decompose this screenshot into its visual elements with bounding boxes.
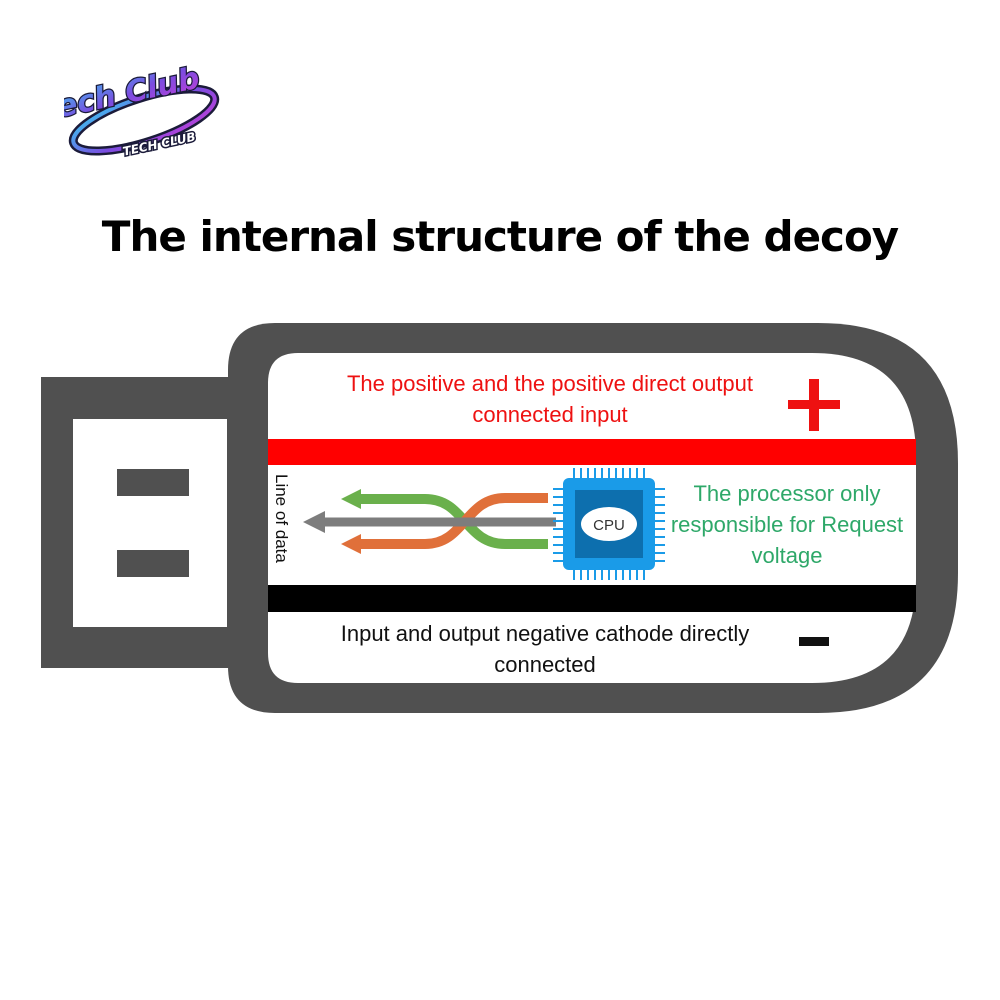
processor-description: The processor only responsible for Reque… (670, 481, 904, 568)
orange-arrowhead (341, 534, 361, 554)
usb-plug-inner (73, 419, 227, 627)
positive-rail-description: The positive and the positive direct out… (346, 371, 754, 427)
cpu-label: CPU (593, 517, 625, 534)
usb-pin-bottom (117, 550, 189, 577)
plus-sign-v (809, 379, 819, 431)
page-title: The internal structure of the decoy (101, 212, 899, 261)
negative-rail-description: Input and output negative cathode direct… (340, 621, 750, 677)
tech-club-logo-icon: Tech Club TECH CLUB (64, 62, 220, 160)
gray-arrowhead (303, 511, 325, 533)
usb-pin-top (117, 469, 189, 496)
minus-sign (799, 637, 829, 646)
negative-rail (268, 585, 916, 612)
data-line-label: Line of data (272, 474, 291, 563)
green-arrowhead (341, 489, 361, 509)
positive-rail (268, 439, 916, 465)
cpu-label-bubble (581, 507, 637, 541)
